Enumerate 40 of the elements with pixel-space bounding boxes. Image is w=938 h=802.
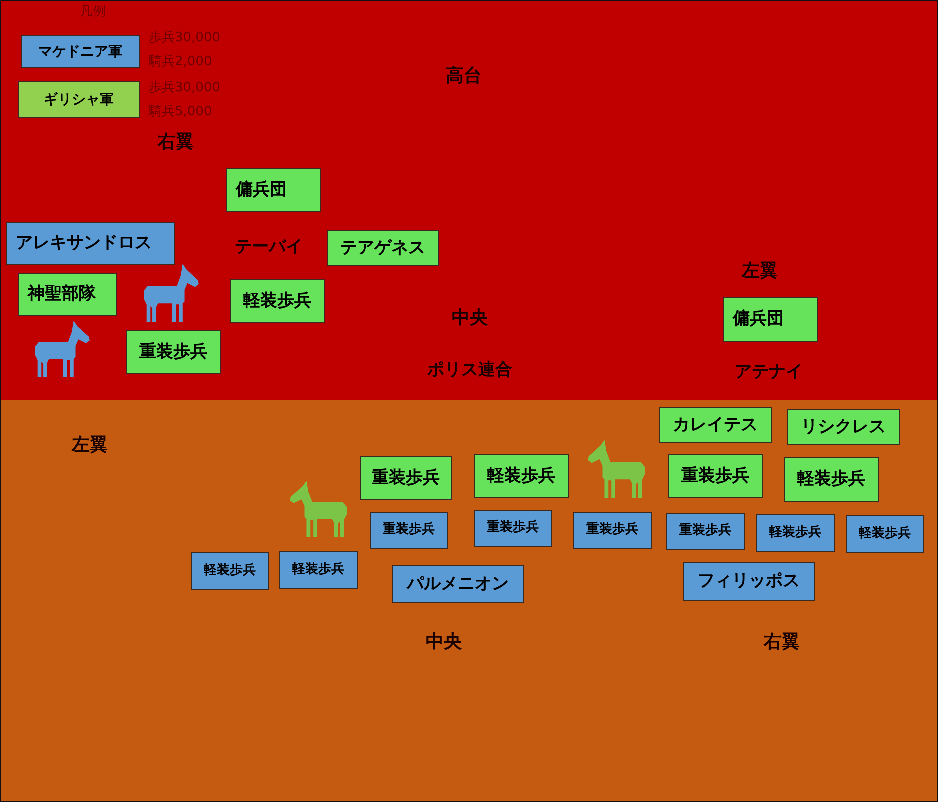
unit-box: 重装歩兵 <box>360 456 452 500</box>
area-label: 高台 <box>446 66 482 88</box>
legend-note: 歩兵30,000 <box>149 32 220 46</box>
legend-note: 騎兵5,000 <box>149 106 212 120</box>
unit-box: 軽装歩兵 <box>474 454 569 498</box>
unit-box: 重装歩兵 <box>474 510 552 547</box>
legend-note: 歩兵30,000 <box>149 82 220 96</box>
wing-label: 左翼 <box>742 262 778 282</box>
wing-label: 右翼 <box>764 632 800 654</box>
unit-box: リシクレス <box>787 409 900 445</box>
wing-label: 中央 <box>426 632 462 654</box>
unit-box: カレイテス <box>659 407 772 443</box>
unit-box: 軽装歩兵 <box>784 457 879 502</box>
unit-box: アレキサンドロス <box>6 222 175 265</box>
unit-box: 軽装歩兵 <box>279 551 358 589</box>
place-label: ポリス連合 <box>428 361 512 381</box>
unit-box: 重装歩兵 <box>668 454 763 498</box>
unit-box: 傭兵団 <box>723 297 818 342</box>
unit-box: パルメニオン <box>392 565 524 603</box>
unit-box: 重装歩兵 <box>370 512 448 549</box>
unit-box: フィリッポス <box>683 562 815 601</box>
unit-box: 傭兵団 <box>226 168 321 212</box>
place-label: アテナイ <box>735 363 803 383</box>
unit-box: 神聖部隊 <box>18 273 117 316</box>
wing-label: 右翼 <box>158 132 194 154</box>
unit-box: 軽装歩兵 <box>756 514 835 552</box>
unit-box: 重装歩兵 <box>573 512 652 549</box>
unit-box: 軽装歩兵 <box>230 279 325 323</box>
unit-box: 軽装歩兵 <box>191 552 269 590</box>
unit-box: 軽装歩兵 <box>846 515 924 553</box>
unit-box: 重装歩兵 <box>126 330 221 374</box>
unit-box: テアゲネス <box>327 230 439 266</box>
legend-note: 騎兵2,000 <box>149 56 212 70</box>
legend-text: ギリシャ軍 <box>44 90 114 108</box>
place-label: テーバイ <box>235 238 303 258</box>
wing-label: 左翼 <box>72 436 108 456</box>
legend-text: マケドニア軍 <box>38 42 122 60</box>
wing-label: 中央 <box>452 308 488 330</box>
legend-title: 凡例 <box>80 6 106 20</box>
unit-box: 重装歩兵 <box>666 513 745 550</box>
